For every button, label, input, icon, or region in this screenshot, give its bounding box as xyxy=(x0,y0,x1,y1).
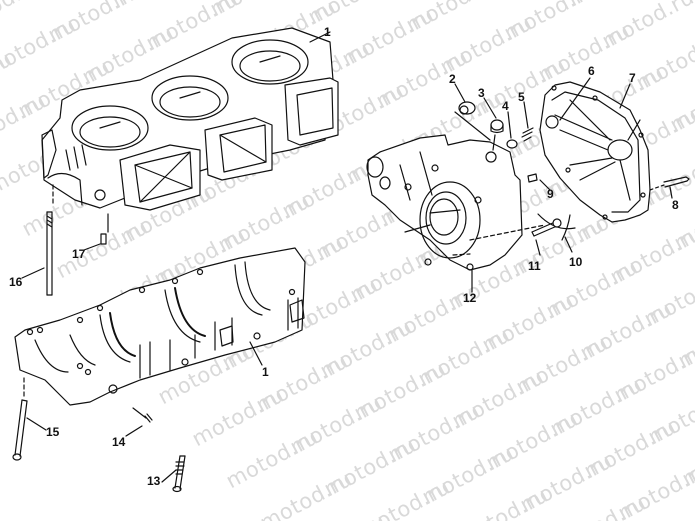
callout-6: 6 xyxy=(588,64,595,78)
callout-11: 11 xyxy=(528,259,541,273)
callout-15: 15 xyxy=(46,425,60,439)
leader-14 xyxy=(125,425,143,437)
leader-5 xyxy=(523,101,529,129)
dashed-leader xyxy=(649,184,665,191)
dashed-leader xyxy=(469,224,546,241)
leader-3 xyxy=(483,97,497,119)
leader-7 xyxy=(619,83,631,109)
leader xyxy=(132,407,147,419)
callout-4: 4 xyxy=(502,99,509,113)
leader-4 xyxy=(507,111,512,139)
callout-13: 13 xyxy=(147,474,161,488)
leader-1-lower xyxy=(249,341,263,366)
part-3-plug xyxy=(490,119,504,134)
callout-3: 3 xyxy=(478,86,485,100)
leader-11 xyxy=(535,239,541,256)
part-15-bolt xyxy=(12,399,28,461)
callout-16: 16 xyxy=(9,275,23,289)
callout-7: 7 xyxy=(629,71,636,85)
part-14-pin xyxy=(144,413,153,423)
callout-1-lower: 1 xyxy=(262,365,269,379)
callout-1-upper: 1 xyxy=(324,25,331,39)
part-11-bolt xyxy=(531,218,562,237)
part-2-seal xyxy=(458,101,476,115)
callout-5: 5 xyxy=(518,90,525,104)
callout-12: 12 xyxy=(463,291,477,305)
callout-10: 10 xyxy=(569,255,583,269)
leader-6 xyxy=(559,77,591,121)
leader-15 xyxy=(26,417,47,431)
callout-17: 17 xyxy=(72,247,86,261)
callout-8: 8 xyxy=(672,198,679,212)
leader-16 xyxy=(21,267,45,279)
leader-13 xyxy=(161,469,177,483)
callout-14: 14 xyxy=(112,435,126,449)
part-13-bolt xyxy=(172,455,186,493)
leader-10 xyxy=(564,236,573,253)
part-8-bolt xyxy=(663,176,690,188)
upper-crankcase-half xyxy=(41,27,339,211)
leader-8 xyxy=(669,186,673,199)
callout-2: 2 xyxy=(449,72,456,86)
leader-2 xyxy=(454,83,466,103)
part-4-washer xyxy=(506,139,518,149)
part-12-housing xyxy=(366,134,523,271)
callout-9: 9 xyxy=(547,187,554,201)
leader xyxy=(492,134,496,151)
part-17-dowel xyxy=(100,233,107,245)
part-5-fitting xyxy=(521,127,534,142)
part-16-stud xyxy=(46,211,53,296)
part-7-cover xyxy=(539,81,651,223)
lower-crankcase-half xyxy=(14,247,306,406)
leader-9 xyxy=(539,179,551,191)
leader-17 xyxy=(83,243,101,251)
part-9-dowel xyxy=(527,173,538,183)
leader xyxy=(454,111,491,141)
